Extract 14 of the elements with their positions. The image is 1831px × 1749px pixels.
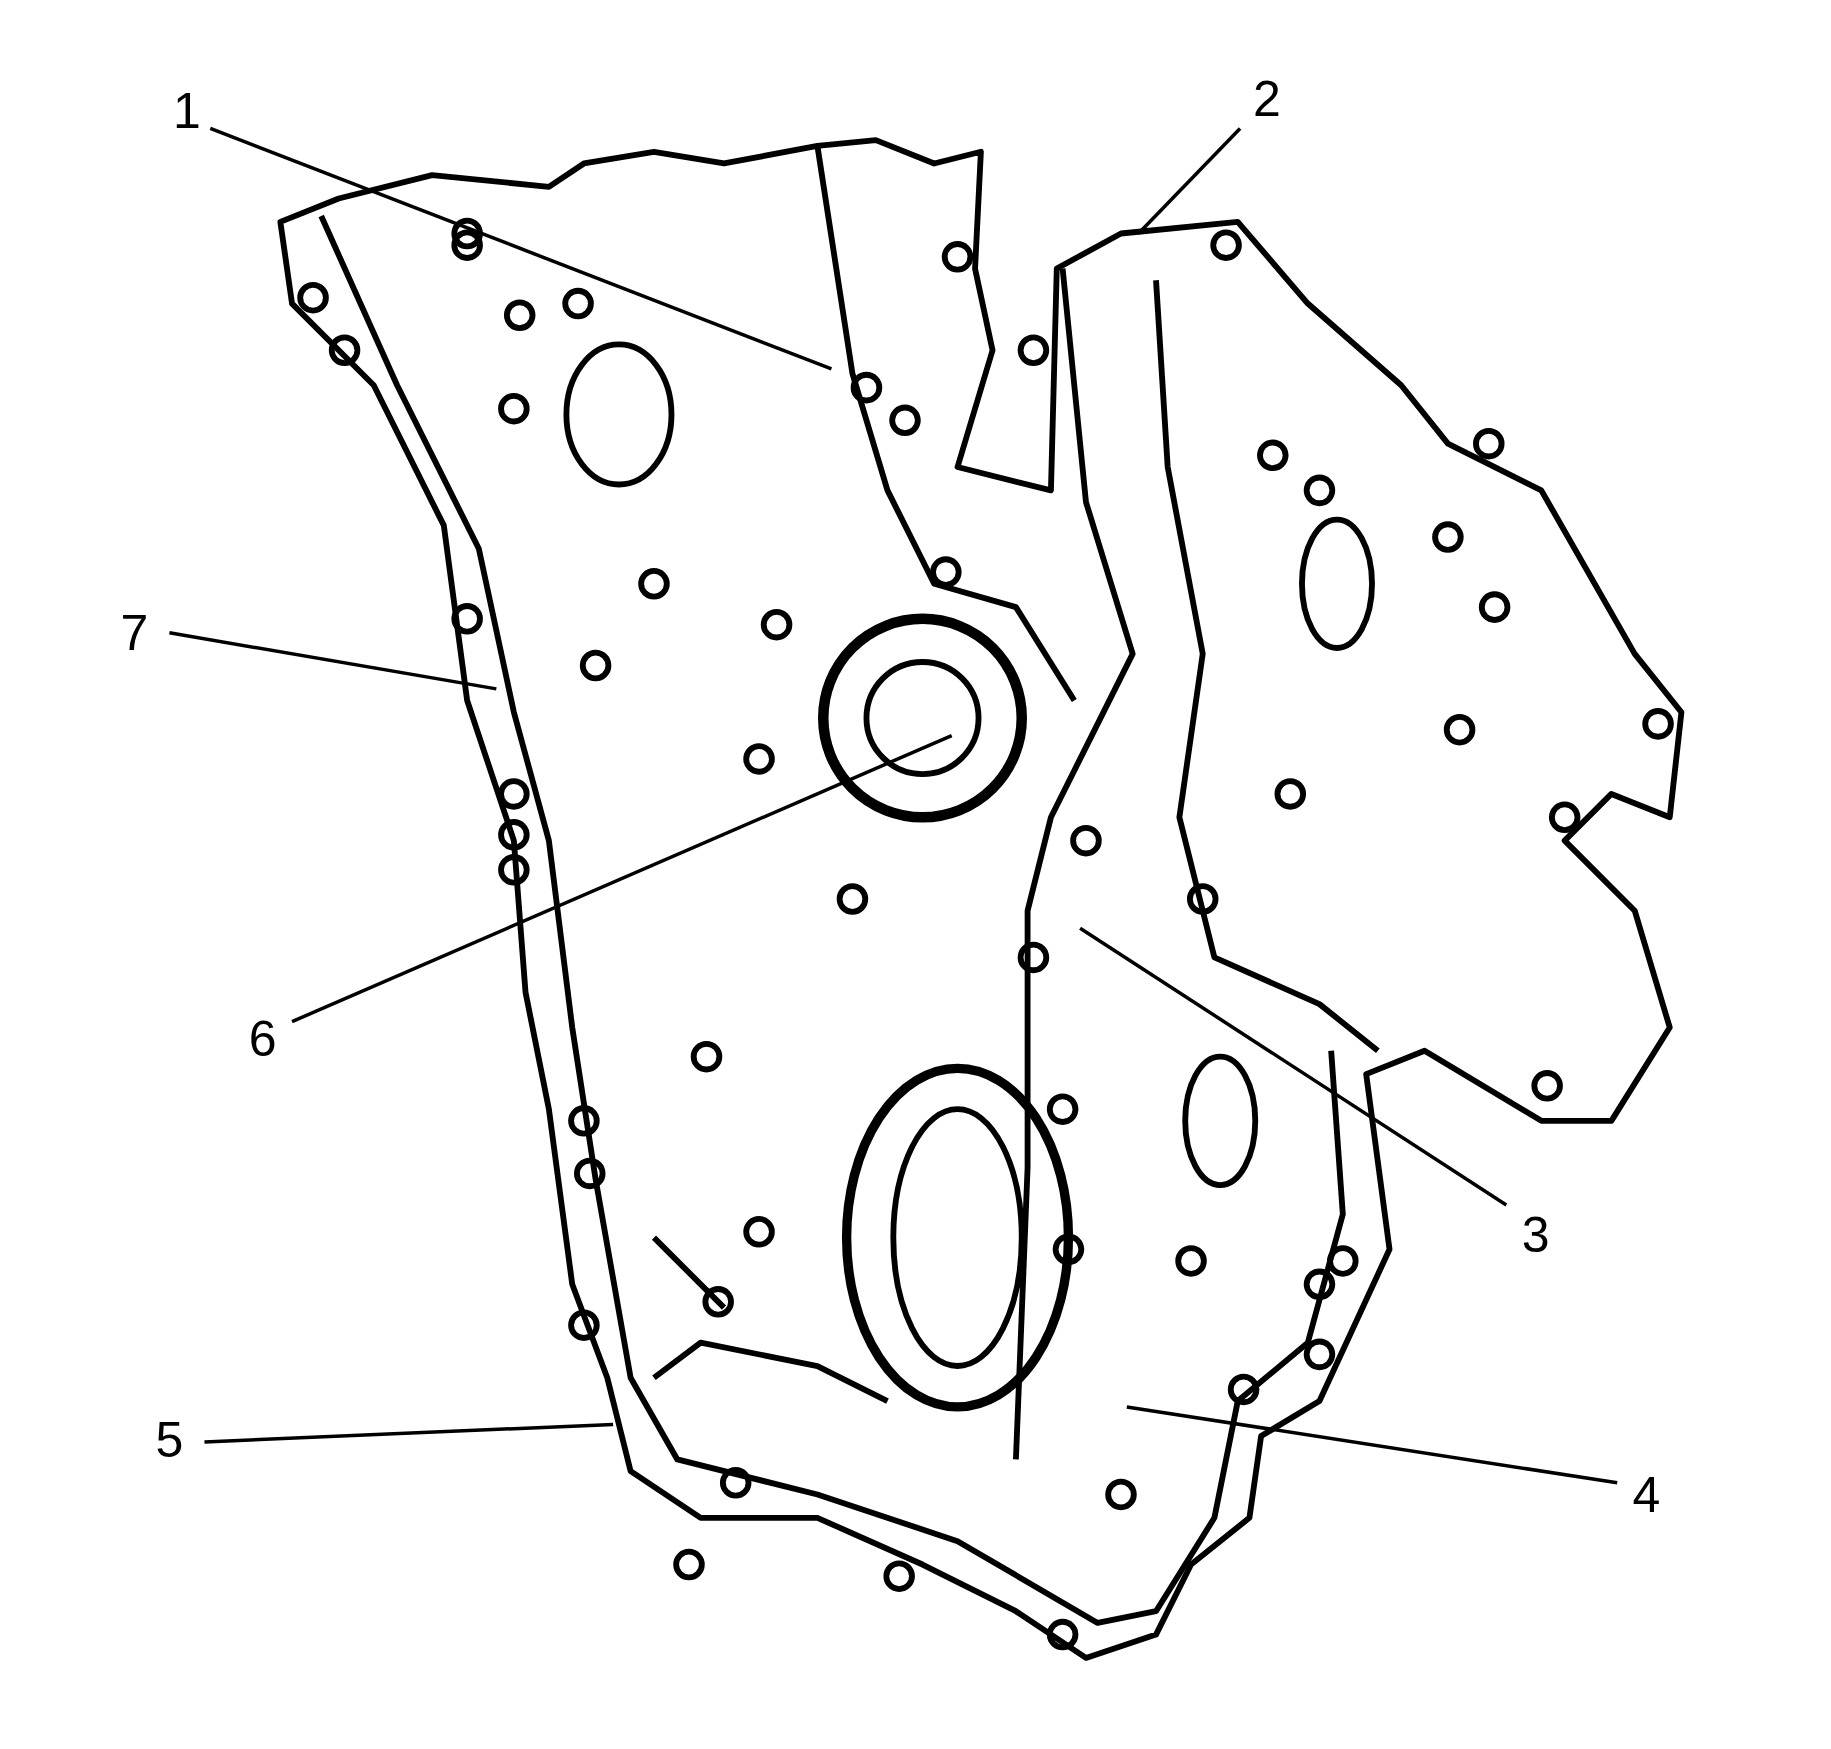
callout-number: 4 — [1629, 1469, 1664, 1520]
callout-number: 2 — [1250, 74, 1284, 125]
leader-line — [1079, 926, 1508, 1207]
callout-number: 3 — [1518, 1210, 1553, 1261]
callout-number: 1 — [169, 85, 204, 136]
leader-line — [209, 126, 833, 371]
leader-line — [204, 1422, 614, 1444]
callout-number: 6 — [245, 1014, 280, 1065]
leader-line — [291, 733, 953, 1024]
callout-number: 5 — [152, 1414, 187, 1465]
leader-line — [1126, 1405, 1618, 1485]
leader-line — [1137, 127, 1242, 235]
leader-line — [169, 631, 497, 691]
callout-number: 7 — [117, 607, 152, 658]
